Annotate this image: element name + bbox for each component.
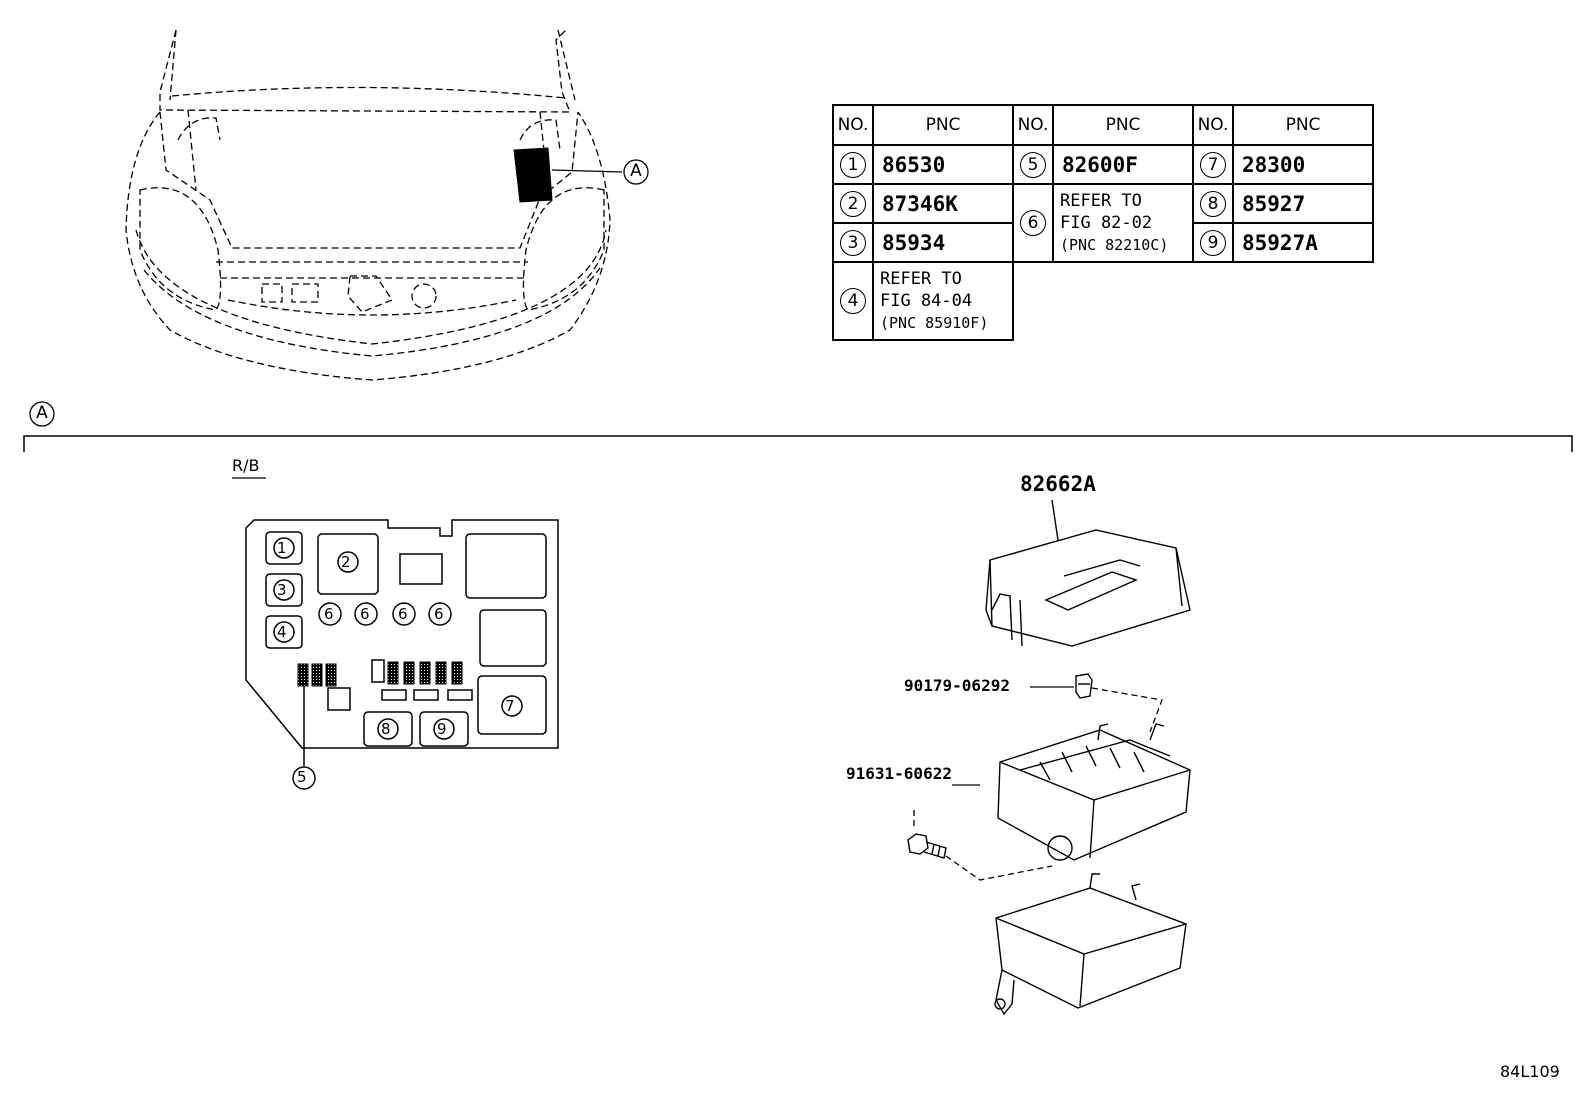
nut-part-number: 90179-06292 (904, 676, 1010, 695)
pnc-table: NO. PNC NO. PNC NO. PNC 1 86530 5 82600F… (832, 104, 1374, 341)
fuse-slot-4: 4 (277, 623, 287, 641)
header-no: NO. (1012, 104, 1054, 146)
row-number: 5 (1020, 151, 1046, 178)
section-bracket (23, 435, 1573, 452)
pnc-reference: REFER TO FIG 82-02 (PNC 82210C) (1052, 183, 1194, 263)
table-row: 2 87346K 6 REFER TO FIG 82-02 (PNC 82210… (832, 183, 1374, 263)
fuse-slot-6c: 6 (398, 605, 408, 623)
reference-line-2: FIG 84-04 (880, 291, 973, 311)
header-pnc: PNC (872, 104, 1014, 146)
cover-part-number: 82662A (1020, 472, 1096, 496)
fuse-slot-6a: 6 (324, 605, 334, 623)
reference-line-1: REFER TO (1060, 191, 1142, 211)
pnc-value: 28300 (1232, 144, 1374, 185)
relay-box-cover (985, 499, 1191, 647)
relay-box-body (997, 723, 1191, 861)
callout-a-label: A (630, 161, 642, 181)
reference-line-3: (PNC 82210C) (1060, 236, 1169, 254)
reference-line-1: REFER TO (880, 269, 962, 289)
row-number: 7 (1200, 151, 1226, 178)
pnc-value: 85927A (1232, 222, 1374, 263)
fuse-slot-8: 8 (381, 720, 391, 738)
row-number: 2 (840, 190, 866, 217)
row-number: 6 (1020, 210, 1046, 236)
fuse-slot-6b: 6 (360, 605, 370, 623)
row-number: 1 (840, 151, 866, 178)
header-pnc: PNC (1232, 104, 1374, 146)
pnc-value: 87346K (872, 183, 1014, 224)
rb-label: R/B (232, 456, 260, 475)
section-a-circle (29, 401, 55, 427)
bolt-91631 (907, 833, 947, 859)
header-pnc: PNC (1052, 104, 1194, 146)
relay-box-lower-case (994, 873, 1187, 1016)
fuse-blocks-item-5 (297, 661, 463, 687)
table-header-row: NO. PNC NO. PNC NO. PNC (832, 104, 1374, 146)
pnc-reference: REFER TO FIG 84-04 (PNC 85910F) (872, 261, 1014, 341)
table-row: 4 REFER TO FIG 84-04 (PNC 85910F) (832, 261, 1373, 341)
header-no: NO. (1192, 104, 1234, 146)
figure-code: 84L109 (1500, 1062, 1560, 1081)
pnc-value: 85934 (872, 222, 1014, 263)
fuse-slot-2: 2 (341, 553, 351, 571)
section-a-label: A (36, 403, 48, 423)
reference-line-2: FIG 82-02 (1060, 213, 1153, 233)
fuse-slot-6d: 6 (434, 605, 444, 623)
relay-box-location-marker (513, 147, 553, 203)
vehicle-illustration (125, 29, 611, 381)
fuse-slot-1: 1 (277, 539, 287, 557)
row-number: 4 (840, 288, 866, 314)
row-number: 8 (1200, 190, 1226, 217)
pnc-value: 86530 (872, 144, 1014, 185)
callout-a-circle (623, 159, 649, 185)
fuse-slot-5: 5 (297, 768, 307, 786)
fuse-slot-7: 7 (505, 697, 515, 715)
nut-90179 (1075, 673, 1093, 699)
pnc-value: 82600F (1052, 144, 1194, 185)
fuse-slot-9: 9 (437, 720, 447, 738)
row-number: 3 (840, 229, 866, 256)
table-row: 3 85934 9 85927A (832, 222, 1374, 263)
reference-line-3: (PNC 85910F) (880, 314, 989, 332)
header-no: NO. (832, 104, 874, 146)
table-row: 1 86530 5 82600F 7 28300 (832, 144, 1374, 185)
pnc-value: 85927 (1232, 183, 1374, 224)
fuse-box-layout (245, 519, 559, 790)
fuse-slot-3: 3 (277, 581, 287, 599)
bolt-part-number: 91631-60622 (846, 764, 952, 783)
row-number: 9 (1200, 229, 1226, 256)
